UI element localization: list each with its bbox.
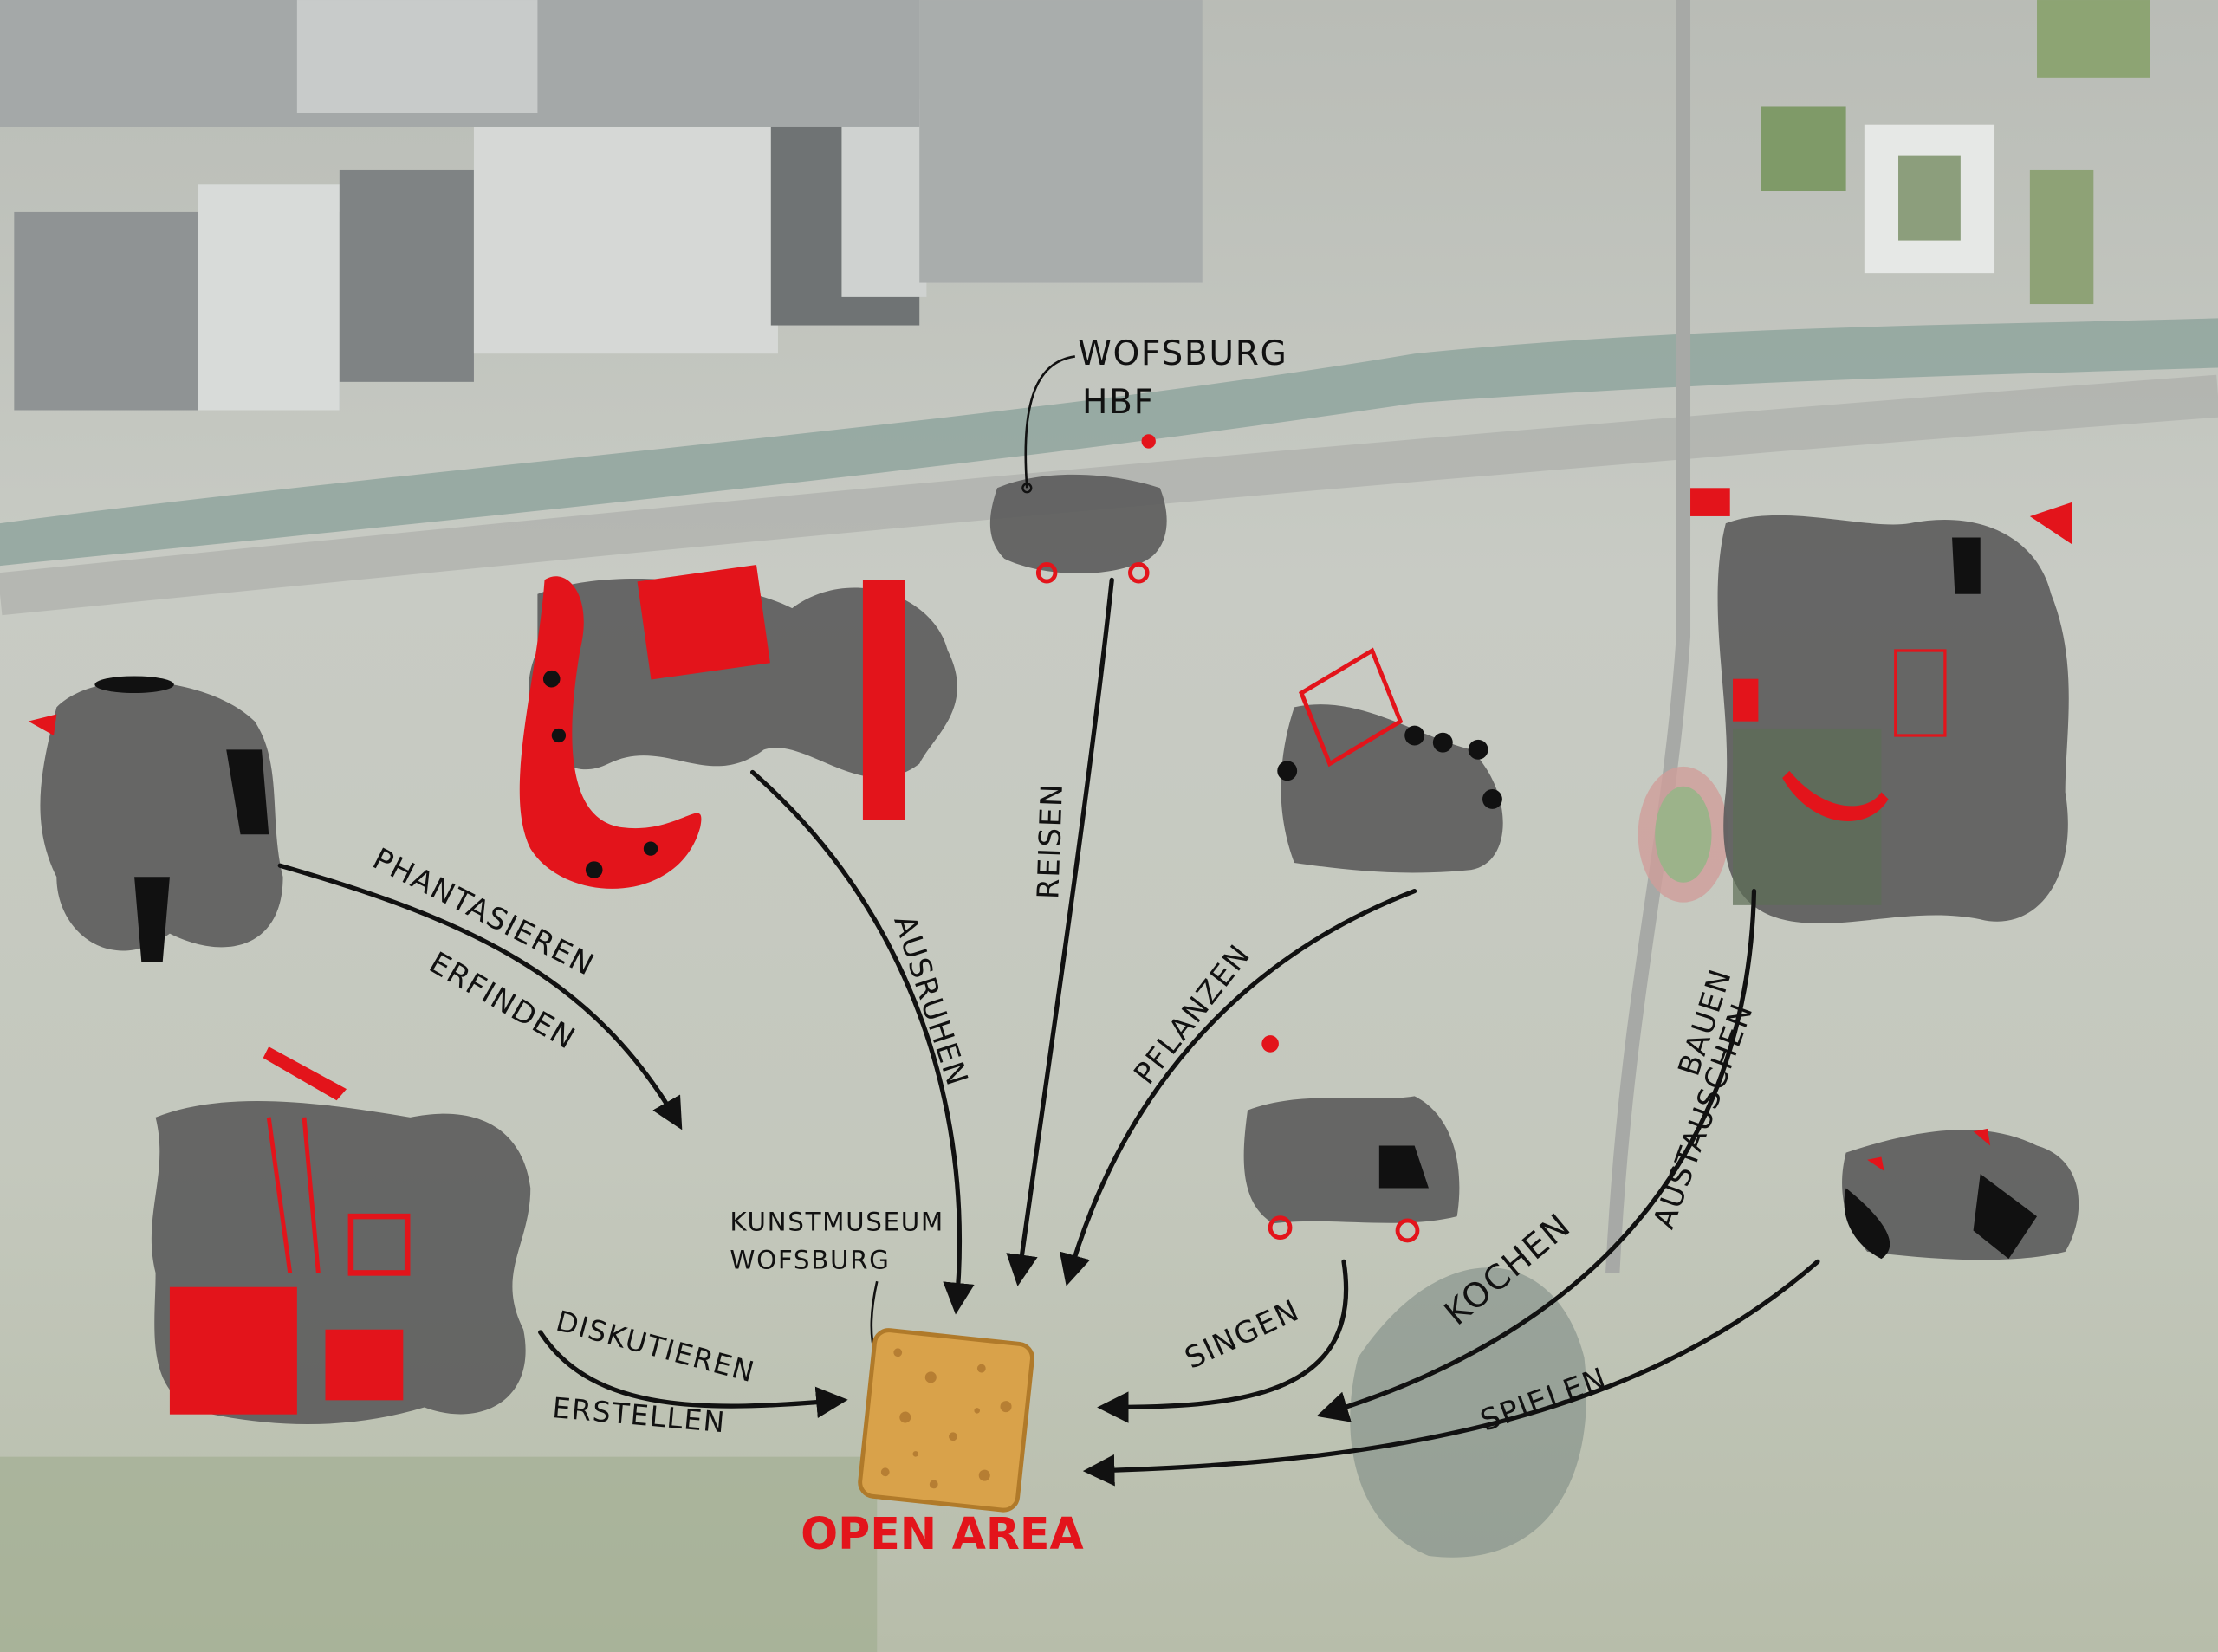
red-curtain-icon bbox=[169, 1286, 297, 1415]
activity-blob-diskutieren bbox=[151, 1046, 531, 1425]
red-window-icon bbox=[347, 1213, 411, 1276]
red-slide-icon bbox=[519, 576, 702, 889]
arrow-phantasieren bbox=[277, 863, 683, 1130]
route-arrows bbox=[277, 355, 1820, 1487]
forest bbox=[0, 1456, 878, 1652]
main-road bbox=[1605, 0, 1691, 1273]
open-area-label: OPEN AREA bbox=[801, 1508, 1084, 1559]
label-reisen: REISEN bbox=[1031, 782, 1070, 900]
activity-blob-ausruhen bbox=[519, 565, 957, 889]
activity-blob-spielen bbox=[1842, 1128, 2079, 1260]
station-label-line2: HBF bbox=[1082, 383, 1155, 422]
red-door-icon bbox=[325, 1329, 404, 1401]
sports-field bbox=[1655, 786, 1712, 883]
activity-blob-bauen bbox=[1690, 488, 2072, 923]
arrow-reisen bbox=[1006, 577, 1114, 1286]
place-labels: WOFSBURG HBF KUNSTMUSEUM WOFSBURG OPEN A… bbox=[730, 334, 1287, 1559]
museum-label-line1: KUNSTMUSEUM bbox=[730, 1207, 944, 1236]
arrow-ausruhen bbox=[749, 769, 975, 1315]
sponge-icon bbox=[858, 1328, 1034, 1513]
pointer-station bbox=[1024, 355, 1075, 489]
arrow-diskutieren bbox=[538, 1330, 848, 1419]
arrow-kochen bbox=[1316, 888, 1757, 1422]
arrow-pflanzen bbox=[1059, 888, 1417, 1286]
lake bbox=[1350, 1267, 1587, 1558]
activity-blob-pflanzen bbox=[1277, 647, 1503, 873]
red-hammock-icon bbox=[1782, 770, 1889, 821]
arrow-singen bbox=[1097, 1259, 1349, 1423]
hat-icon bbox=[94, 676, 174, 694]
arrow-spielen bbox=[1082, 1259, 1820, 1487]
river bbox=[0, 318, 2218, 567]
museum-label-line2: WOFSBURG bbox=[730, 1246, 890, 1275]
activity-blob-singen bbox=[1243, 1035, 1460, 1243]
stadium bbox=[1761, 0, 2150, 305]
red-ladder-icon bbox=[862, 580, 905, 820]
red-speaker-icon bbox=[1733, 678, 1759, 722]
rail-corridor bbox=[0, 374, 2218, 616]
factory-buildings bbox=[0, 0, 1203, 411]
station-label-line1: WOFSBURG bbox=[1078, 334, 1287, 373]
red-blanket-icon bbox=[637, 565, 770, 680]
red-flag-icon bbox=[1690, 488, 1730, 516]
red-pencil-icon bbox=[263, 1046, 347, 1101]
activity-blob-reisen bbox=[989, 434, 1167, 584]
red-net-icon bbox=[1298, 647, 1404, 768]
